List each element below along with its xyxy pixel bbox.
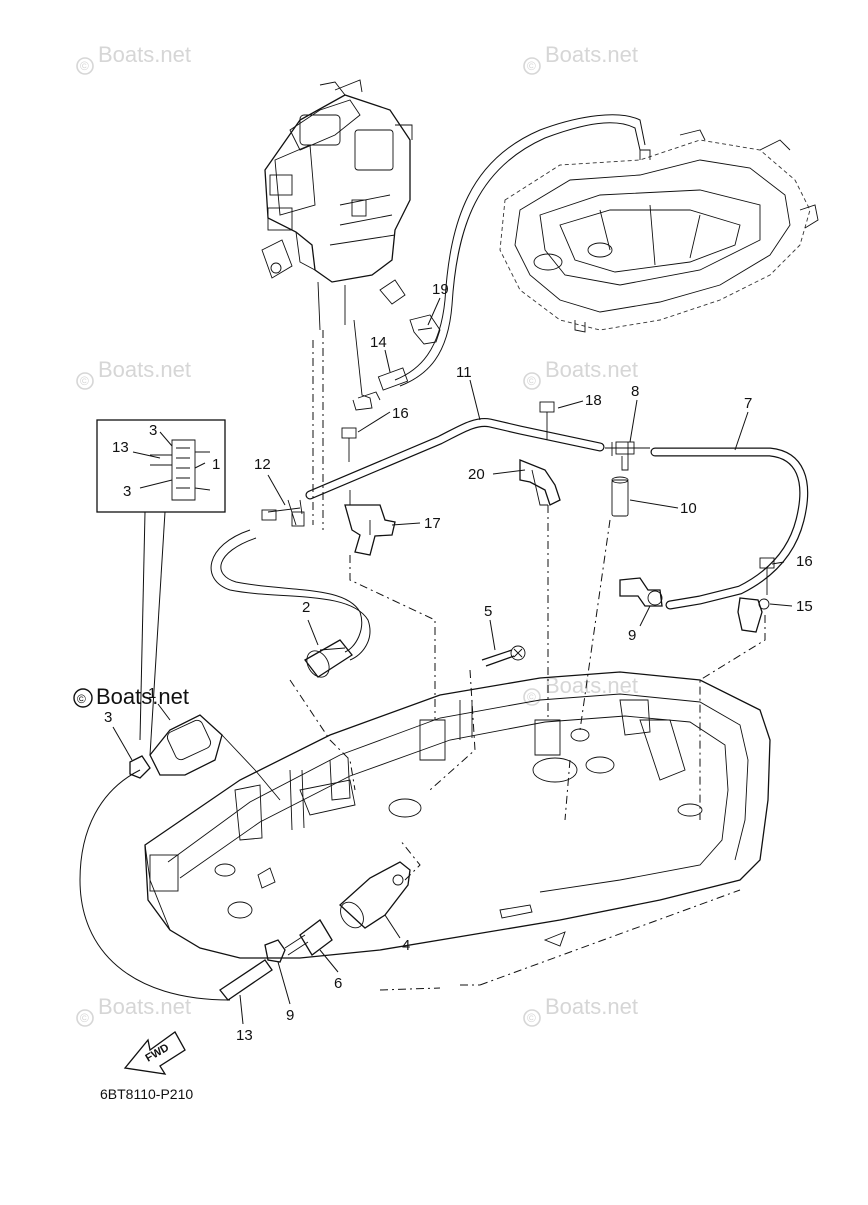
fuel-filter-2 — [304, 639, 353, 678]
callout-7: 7 — [744, 395, 752, 412]
callout-leaders — [112, 297, 793, 1025]
svg-text:©: © — [80, 59, 89, 73]
svg-text:©: © — [80, 374, 89, 388]
bolt-18 — [539, 401, 555, 440]
clip-9-bottom — [264, 939, 286, 963]
bottom-cowling — [144, 671, 771, 959]
hose-13 — [79, 769, 273, 1001]
svg-text:©: © — [527, 374, 536, 388]
callout-4: 4 — [402, 937, 410, 954]
fuel-pump-assembly — [261, 79, 413, 411]
callout-2: 2 — [302, 599, 310, 616]
joint-8 — [605, 441, 650, 471]
callout-11: 11 — [456, 364, 472, 381]
fwd-arrow-icon: FWD — [123, 1031, 186, 1075]
diagram-code: 6BT8110-P210 — [100, 1086, 193, 1102]
svg-text:©: © — [527, 1011, 536, 1025]
primer-bulb-1 — [149, 714, 281, 801]
svg-text:Boats.net: Boats.net — [545, 357, 638, 382]
callout-9-right: 9 — [628, 627, 636, 644]
callout-1: 1 — [148, 685, 156, 702]
svg-text:Boats.net: Boats.net — [98, 42, 191, 67]
svg-text:Boats.net: Boats.net — [545, 994, 638, 1019]
callout-20: 20 — [468, 466, 485, 483]
inset-label: 13 — [112, 439, 129, 456]
callout-12: 12 — [254, 456, 271, 473]
joint-12 — [261, 499, 305, 527]
callout-9-bottom: 9 — [286, 1007, 294, 1024]
top-cowling — [499, 129, 819, 333]
bolt-16-top — [341, 427, 357, 462]
svg-text:©: © — [77, 692, 86, 706]
callout-3: 3 — [104, 709, 112, 726]
elbow-fitting-9 — [619, 577, 663, 607]
clamp-15 — [737, 597, 770, 633]
svg-text:©: © — [527, 59, 536, 73]
callout-6: 6 — [334, 975, 342, 992]
screw-5 — [481, 645, 526, 667]
inset-label: 3 — [149, 422, 157, 439]
callouts: 1 2 3 4 5 6 7 8 9 9 10 11 12 13 14 15 16… — [104, 281, 813, 1044]
hose-14-19 — [377, 114, 646, 391]
svg-text:Boats.net: Boats.net — [96, 684, 189, 709]
callout-17: 17 — [424, 515, 441, 532]
callout-10: 10 — [680, 500, 697, 517]
leader-lines-dashed — [289, 330, 766, 991]
callout-8: 8 — [631, 383, 639, 400]
nut-6 — [284, 919, 333, 956]
inset-label: 3 — [123, 483, 131, 500]
inset-label: 1 — [212, 456, 220, 473]
clamp-17 — [344, 490, 396, 556]
hose-to-filter — [210, 529, 371, 661]
hose-10 — [611, 476, 629, 517]
hose-11 — [305, 417, 605, 500]
callout-5: 5 — [484, 603, 492, 620]
detail-inset — [96, 419, 226, 756]
watermark: © Boats.net — [523, 994, 638, 1027]
svg-text:Boats.net: Boats.net — [98, 994, 191, 1019]
inset-labels: 3 13 1 3 — [112, 422, 220, 500]
watermark: © Boats.net — [523, 357, 638, 390]
callout-15: 15 — [796, 598, 813, 615]
svg-text:Boats.net: Boats.net — [98, 357, 191, 382]
watermark: © Boats.net — [523, 42, 638, 75]
callout-18: 18 — [585, 392, 602, 409]
callout-14: 14 — [370, 334, 387, 351]
callout-16-right: 16 — [796, 553, 813, 570]
inset-watermark: © Boats.net — [73, 684, 189, 709]
watermark: © Boats.net — [76, 994, 191, 1027]
svg-text:Boats.net: Boats.net — [545, 42, 638, 67]
callout-16-top: 16 — [392, 405, 409, 422]
grommet-4 — [339, 861, 411, 929]
callout-19: 19 — [432, 281, 449, 298]
clamp-20 — [519, 459, 561, 506]
callout-13: 13 — [236, 1027, 253, 1044]
bolt-16-right — [759, 557, 775, 595]
watermark: © Boats.net — [76, 42, 191, 75]
watermark: © Boats.net — [76, 357, 191, 390]
hose-7 — [650, 447, 809, 610]
clip-3 — [129, 755, 151, 779]
svg-text:©: © — [527, 690, 536, 704]
svg-text:©: © — [80, 1011, 89, 1025]
watermarks: © Boats.net © Boats.net © Boats.net © Bo… — [76, 42, 638, 1027]
